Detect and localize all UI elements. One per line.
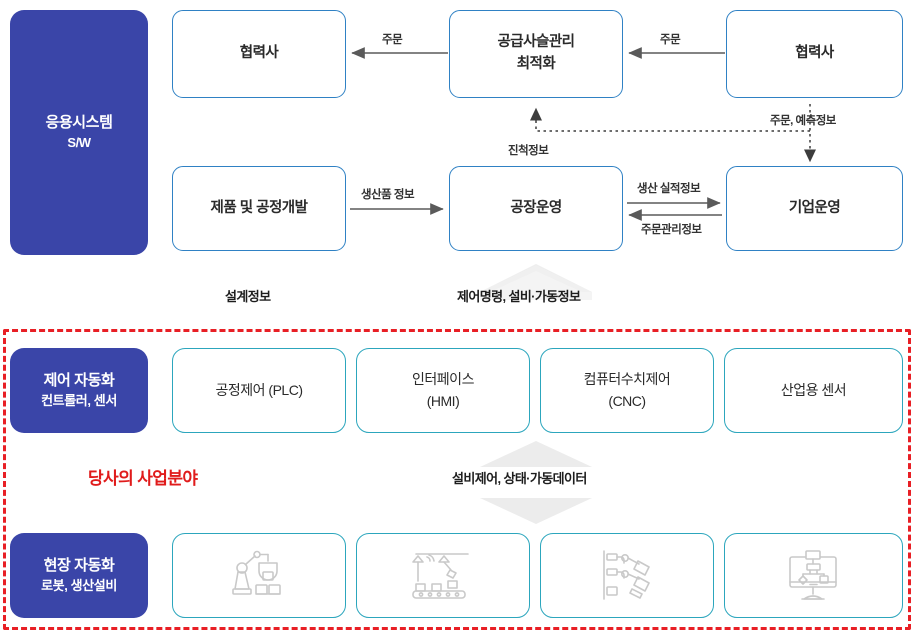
- edge-label-production-result: 생산 실적정보: [637, 183, 701, 195]
- chevron-up-equipment-control: [480, 441, 592, 467]
- box-industrial-sensor[interactable]: 산업용 센서: [724, 348, 903, 433]
- box-cnc-line2: (CNC): [608, 392, 646, 409]
- sidebar-control-subtitle: 컨트롤러, 센서: [41, 392, 117, 408]
- box-partner-left[interactable]: 협력사: [172, 10, 346, 98]
- sidebar-application-title: 응용시스템: [45, 114, 113, 132]
- box-plc-label: 공정제어 (PLC): [215, 381, 303, 398]
- edge-label-progress-info: 진척정보: [508, 145, 549, 157]
- box-scm-line1: 공급사슬관리: [497, 34, 575, 51]
- box-partner-left-label: 협력사: [239, 45, 279, 62]
- sidebar-application-subtitle: S/W: [67, 134, 91, 150]
- box-factory-operations[interactable]: 공장운영: [449, 166, 623, 251]
- flow-label-control-command: 제어명령, 설비·가동정보: [457, 289, 581, 304]
- sidebar-control-automation[interactable]: 제어 자동화 컨트롤러, 센서: [10, 348, 148, 433]
- sidebar-field-subtitle: 로봇, 생산설비: [41, 577, 117, 593]
- box-partner-right[interactable]: 협력사: [726, 10, 903, 98]
- box-interface-hmi[interactable]: 인터페이스 (HMI): [356, 348, 530, 433]
- box-robot-arm[interactable]: [172, 533, 346, 618]
- box-cnc[interactable]: 컴퓨터수치제어 (CNC): [540, 348, 714, 433]
- sidebar-application-system[interactable]: 응용시스템 S/W: [10, 10, 148, 255]
- box-conveyor[interactable]: [356, 533, 530, 618]
- edge-label-order-left: 주문: [382, 34, 403, 46]
- box-enterprise-operations[interactable]: 기업운영: [726, 166, 903, 251]
- box-scm-line2: 최적화: [516, 56, 556, 72]
- conveyor-pick-place-icon: [412, 552, 469, 599]
- box-product-dev-label: 제품 및 공정개발: [210, 199, 308, 216]
- sidebar-field-title: 현장 자동화: [43, 557, 115, 575]
- edge-label-order-forecast: 주문, 예측정보: [770, 115, 836, 127]
- monitor-flowchart-icon: [788, 549, 837, 600]
- sidebar-field-automation[interactable]: 현장 자동화 로봇, 생산설비: [10, 533, 148, 618]
- robot-arm-palletizing-icon: [232, 550, 281, 595]
- box-process-control-plc[interactable]: 공정제어 (PLC): [172, 348, 346, 433]
- box-enterprise-ops-label: 기업운영: [788, 199, 841, 216]
- box-hmi-line2: (HMI): [426, 392, 460, 409]
- box-factory-ops-label: 공장운영: [510, 199, 562, 216]
- edge-label-order-right: 주문: [660, 34, 681, 46]
- arrow-progress-info: [530, 107, 810, 132]
- box-product-process-development[interactable]: 제품 및 공정개발: [172, 166, 346, 251]
- box-scm-label: 공급사슬관리 최적화: [497, 32, 575, 76]
- edge-label-product-info: 생산품 정보: [361, 189, 415, 201]
- box-assembly-robot[interactable]: [540, 533, 714, 618]
- edge-label-order-management-info: 주문관리정보: [641, 224, 702, 236]
- flow-label-design-info: 설계정보: [225, 289, 271, 304]
- box-supply-chain-management[interactable]: 공급사슬관리 최적화: [449, 10, 623, 98]
- box-partner-right-label: 협력사: [795, 45, 834, 62]
- box-hmi-line1: 인터페이스: [412, 370, 474, 387]
- box-monitor-control[interactable]: [724, 533, 903, 618]
- flow-label-equipment-control: 설비제어, 상태·가동데이터: [452, 471, 587, 486]
- box-sensor-label: 산업용 센서: [780, 381, 847, 398]
- assembly-robot-cell-icon: [603, 549, 650, 600]
- sidebar-control-title: 제어 자동화: [43, 372, 115, 390]
- label-our-business-area: 당사의 사업분야: [88, 469, 198, 488]
- box-cnc-line1: 컴퓨터수치제어: [583, 370, 671, 387]
- chevron-down-equipment-control: [480, 498, 592, 524]
